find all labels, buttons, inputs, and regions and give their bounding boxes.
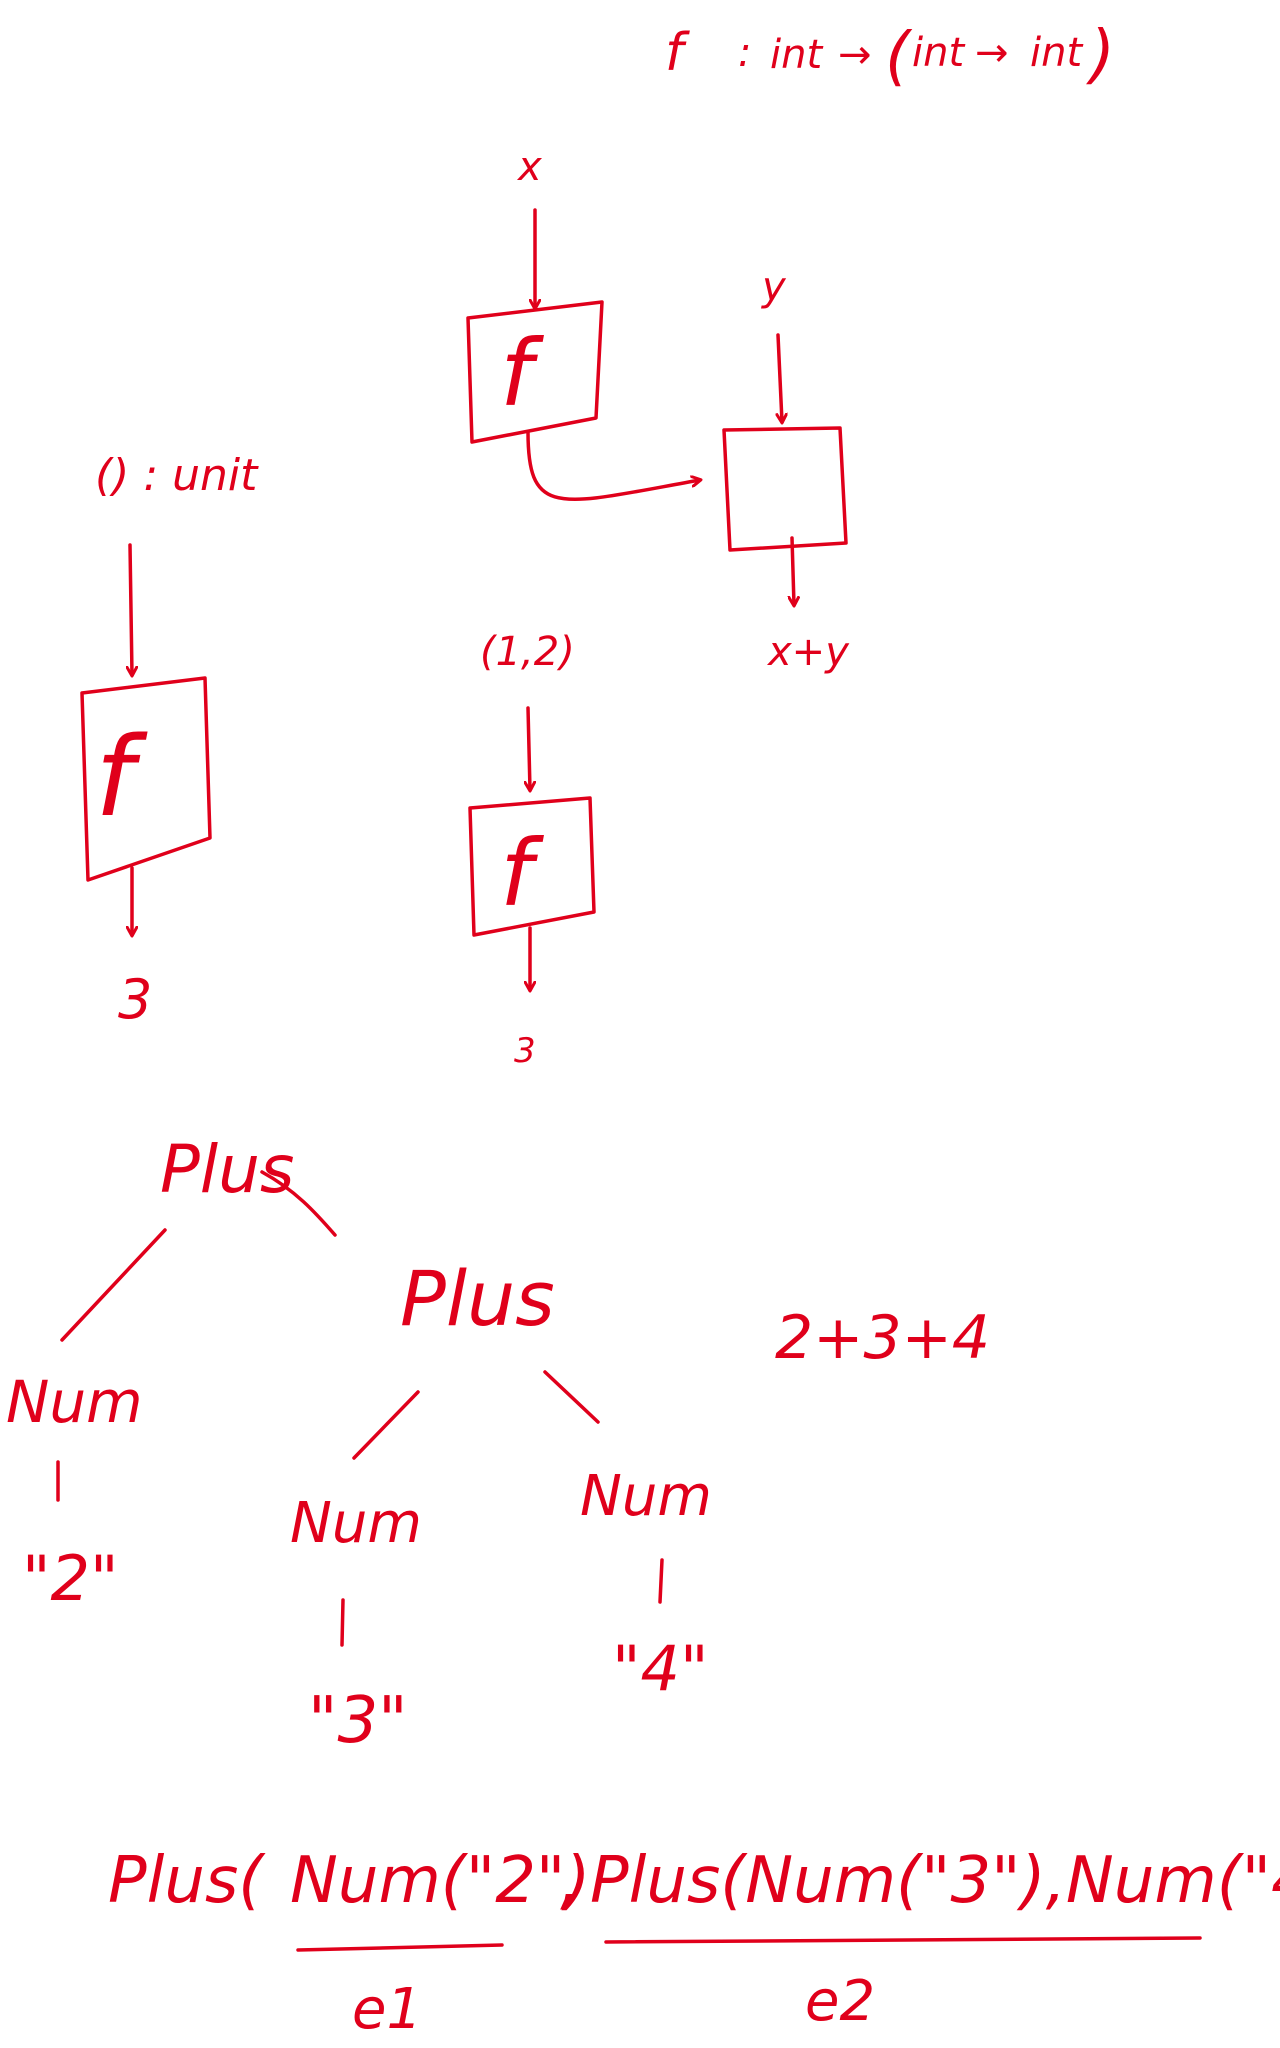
constructor-comma: , [560,1844,580,1918]
tree-right-value-edge [658,1558,664,1604]
tree-left-num: Num [6,1368,143,1436]
tuple-input-arrow [528,706,530,790]
curried-inner-box [722,426,848,552]
unit-input-label: () : unit [95,450,259,501]
curried-outer-box-label: f [500,320,544,427]
signature-colon: : [738,30,751,76]
tree-inner-plus: Plus [400,1254,555,1343]
signature-open-paren: ( [885,20,913,94]
e1-underline [296,1943,504,1952]
tuple-input-label: (1,2) [480,629,575,675]
unit-box-label: f [95,713,148,841]
curried-input-x-label: x [516,144,542,190]
unit-input-arrow [130,543,132,675]
tree-mid-value-edge [340,1598,345,1647]
signature-arrow-b: → [975,30,1009,76]
curried-output-label: x+y [766,629,850,675]
constructor-e2-term: Plus(Num("3"),Num("4"))) [590,1844,1280,1918]
tree-mid-num: Num [290,1491,422,1556]
type-signature: f : int → ( int → int ) [665,18,1115,94]
tree-root-right-edge [260,1170,337,1237]
signature-function-name: f [665,23,690,83]
tree-left-value: "2" [22,1542,118,1615]
e2-underline [604,1936,1202,1944]
e2-label: e2 [805,1969,875,2034]
curried-input-y-label: y [761,264,787,310]
constructor-expression: Plus( Num("2") , Plus(Num("3"),Num("4"))… [108,1844,1280,2042]
tree-right-num: Num [580,1464,712,1529]
tuple-function-diagram: (1,2) f 3 [468,629,596,1071]
tree-inner-left-edge [352,1390,420,1460]
tree-right-value: "4" [612,1632,708,1705]
e1-label: e1 [352,1977,422,2042]
tree-mid-value: "3" [308,1684,408,1758]
signature-int-a: int [770,32,823,78]
signature-arrow-a: → [838,32,872,78]
unit-function-box [80,676,212,882]
curried-outer-box [466,300,604,444]
tuple-output-label: 3 [514,1031,536,1071]
signature-int-b: int [912,30,965,76]
signature-close-paren: ) [1086,18,1115,92]
curried-returned-function-arrow [526,430,700,502]
tuple-function-box [468,796,596,937]
syntax-tree: Plus Num "2" Plus Num "3" Num "4" [6,1131,712,1758]
constructor-plus-open: Plus( [108,1844,266,1918]
signature-int-c: int [1030,30,1083,76]
constructor-e1-term: Num("2") [290,1844,590,1918]
unit-output-label: 3 [118,968,152,1031]
curried-input-y-arrow [778,333,782,422]
curried-function-diagram: x f y x+y [466,144,850,675]
tree-inner-right-edge [543,1370,600,1424]
tree-root-plus: Plus [160,1131,294,1208]
arithmetic-expression: 2+3+4 [775,1303,990,1373]
curried-output-arrow [792,536,794,605]
unit-function-diagram: () : unit f 3 [80,450,259,1031]
tuple-box-label: f [500,820,544,927]
tree-root-left-edge [60,1228,167,1342]
